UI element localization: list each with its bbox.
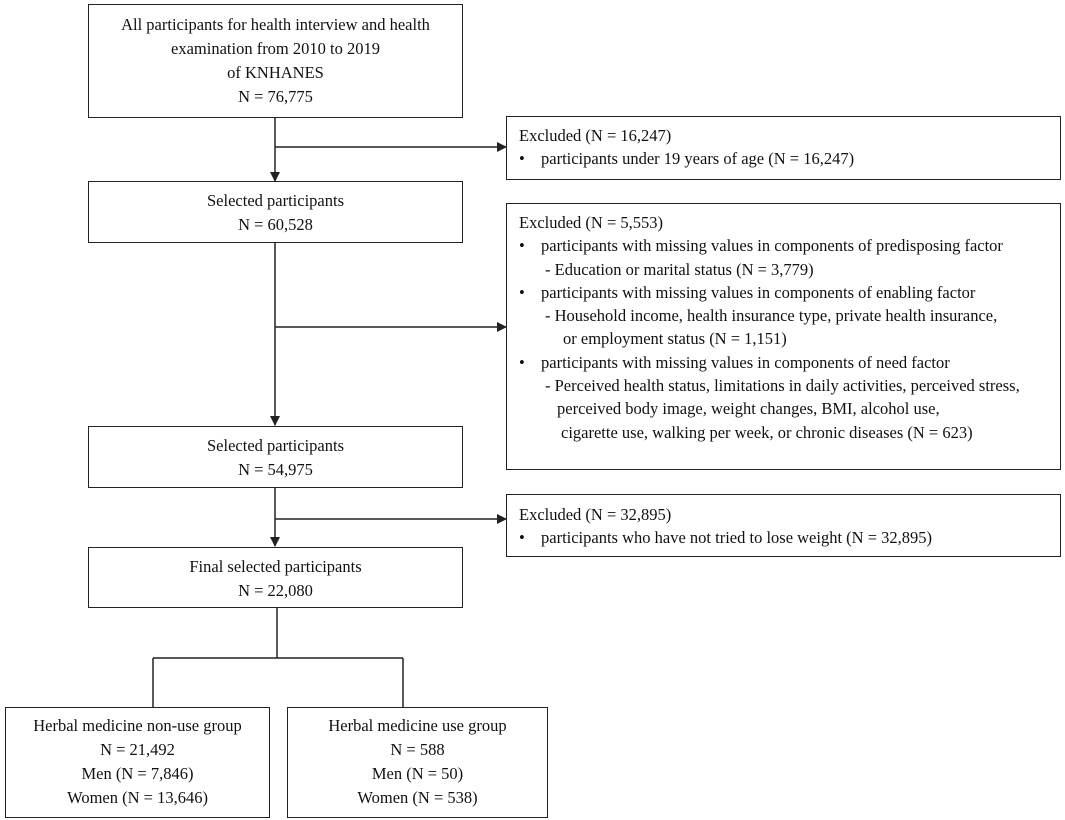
bullet-text: participants with missing values in comp… — [541, 236, 1003, 256]
box-line: of KNHANES — [227, 63, 324, 82]
sub-item: or employment status (N = 1,151) — [563, 329, 787, 349]
box-line: Herbal medicine use group — [328, 716, 507, 735]
all-participants-box: All participants for health interview an… — [88, 4, 463, 118]
excluded-title: Excluded (N = 32,895) — [519, 505, 672, 524]
use-group-box: Herbal medicine use group N = 588 Men (N… — [287, 707, 548, 818]
box-line: N = 60,528 — [238, 215, 313, 234]
sub-item: - Household income, health insurance typ… — [545, 306, 998, 326]
box-line: Men (N = 50) — [371, 764, 464, 783]
excluded-missing-values-box: Excluded (N = 5,553) • participants with… — [506, 203, 1061, 470]
box-line: examination from 2010 to 2019 — [171, 39, 380, 58]
bullet-marker: • — [519, 149, 525, 169]
box-line: Men (N = 7,846) — [81, 764, 194, 783]
bullet-marker: • — [519, 236, 525, 256]
excluded-bullet-item: • participants under 19 years of age (N … — [519, 147, 1060, 170]
excluded-bullet-item: • participants with missing values in co… — [519, 281, 1060, 304]
bullet-text: participants under 19 years of age (N = … — [541, 149, 855, 169]
bullet-marker: • — [519, 352, 525, 372]
excluded-age-box: Excluded (N = 16,247) • participants und… — [506, 116, 1061, 180]
final-participants-box: Final selected participants N = 22,080 — [88, 547, 463, 608]
excluded-weight-box: Excluded (N = 32,895) • participants who… — [506, 494, 1061, 557]
bullet-text: participants with missing values in comp… — [541, 352, 950, 372]
nonuse-group-box: Herbal medicine non-use group N = 21,492… — [5, 707, 270, 818]
sub-item: - Perceived health status, limitations i… — [545, 376, 1020, 396]
sub-item: perceived body image, weight changes, BM… — [557, 399, 940, 419]
excluded-title: Excluded (N = 5,553) — [519, 213, 664, 232]
selected-participants-box-2: Selected participants N = 54,975 — [88, 426, 463, 488]
box-line: Herbal medicine non-use group — [33, 716, 242, 735]
box-line: N = 21,492 — [100, 740, 175, 759]
box-line: N = 76,775 — [238, 87, 313, 106]
excluded-bullet-item: • participants who have not tried to los… — [519, 526, 1060, 549]
box-line: N = 22,080 — [238, 581, 313, 600]
bullet-text: participants who have not tried to lose … — [541, 528, 933, 548]
box-line: Selected participants — [207, 436, 344, 455]
selected-participants-box-1: Selected participants N = 60,528 — [88, 181, 463, 243]
box-line: N = 588 — [390, 740, 445, 759]
box-line: Women (N = 538) — [357, 788, 478, 807]
box-line: All participants for health interview an… — [121, 15, 430, 34]
box-line: Final selected participants — [189, 557, 362, 576]
box-line: N = 54,975 — [238, 460, 313, 479]
bullet-marker: • — [519, 282, 525, 302]
box-line: Women (N = 13,646) — [67, 788, 208, 807]
sub-item: - Education or marital status (N = 3,779… — [545, 259, 814, 279]
excluded-bullet-item: • participants with missing values in co… — [519, 234, 1060, 257]
bullet-text: participants with missing values in comp… — [541, 282, 976, 302]
sub-item: cigarette use, walking per week, or chro… — [561, 422, 973, 442]
excluded-bullet-item: • participants with missing values in co… — [519, 351, 1060, 374]
box-line: Selected participants — [207, 191, 344, 210]
bullet-marker: • — [519, 528, 525, 548]
excluded-title: Excluded (N = 16,247) — [519, 126, 672, 145]
